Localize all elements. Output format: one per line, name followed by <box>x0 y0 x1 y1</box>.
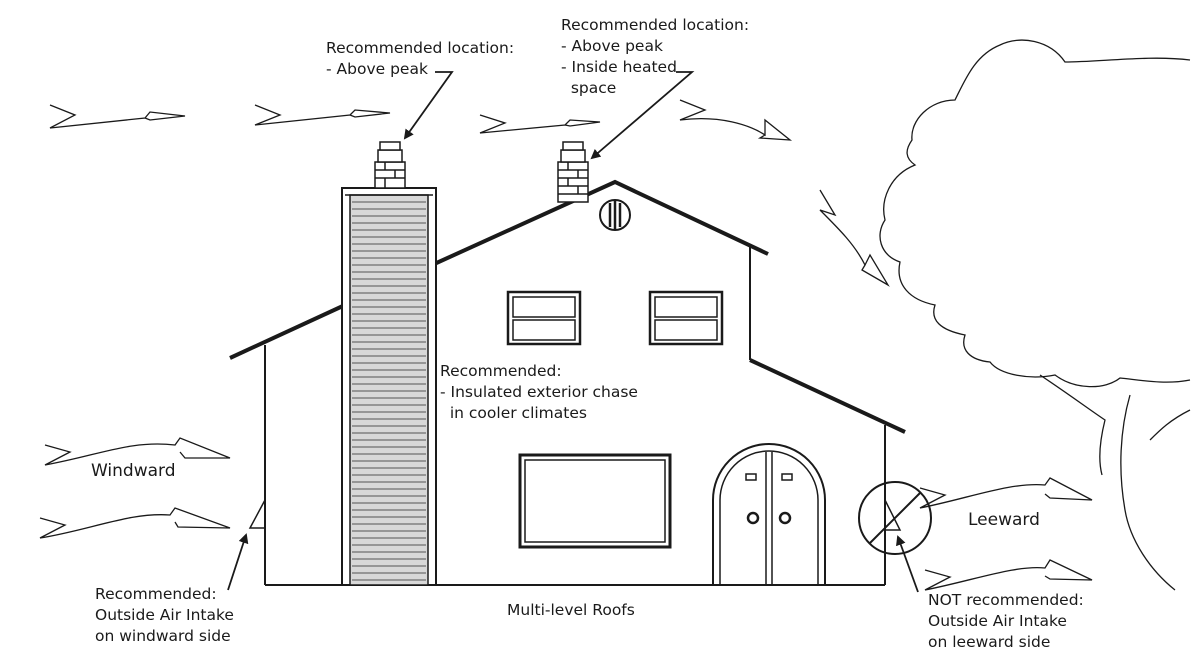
label-leeward: Leeward <box>968 510 1040 530</box>
main-roof <box>431 179 769 267</box>
tree <box>879 39 1191 591</box>
right-lower-roof <box>749 358 906 434</box>
label-line: Recommended location: <box>561 16 750 34</box>
label-line: NOT recommended: <box>928 591 1084 609</box>
chase-siding <box>352 201 426 581</box>
leeward-intake-prohibited <box>858 481 932 555</box>
picture-window <box>518 453 672 549</box>
attic-vent <box>599 199 631 231</box>
wind-arrows-top <box>49 99 890 287</box>
label-line: - Insulated exterior chase <box>440 383 638 401</box>
pointer-arrows <box>227 71 919 593</box>
upper-window-right <box>648 290 724 346</box>
label-line: space <box>561 79 617 97</box>
label-intake-recommended: Recommended: Outside Air Intake on windw… <box>95 584 234 647</box>
label-line: - Above peak <box>326 60 428 78</box>
chimney-left <box>374 141 406 189</box>
label-line: Recommended: <box>440 362 562 380</box>
upper-window-left <box>506 290 582 346</box>
label-line: in cooler climates <box>440 404 587 422</box>
label-line: - Above peak <box>561 37 663 55</box>
label-chimney-left: Recommended location: - Above peak <box>326 38 514 80</box>
label-chimney-right: Recommended location: - Above peak - Ins… <box>561 15 749 99</box>
chimney-right <box>557 141 589 203</box>
label-line: on leeward side <box>928 633 1051 651</box>
label-multi-level-roofs: Multi-level Roofs <box>507 601 635 619</box>
front-door <box>712 443 826 585</box>
label-chase: Recommended: - Insulated exterior chase … <box>440 361 638 424</box>
label-line: Outside Air Intake <box>95 606 234 624</box>
low-roof <box>229 303 346 360</box>
label-line: - Inside heated <box>561 58 677 76</box>
wind-arrows-windward <box>39 437 231 539</box>
label-windward: Windward <box>91 461 176 481</box>
label-line: Recommended location: <box>326 39 515 57</box>
label-intake-not-recommended: NOT recommended: Outside Air Intake on l… <box>928 590 1084 653</box>
insulated-chase <box>341 187 437 586</box>
label-line: Recommended: <box>95 585 217 603</box>
wind-arrows-leeward <box>919 477 1093 591</box>
label-line: on windward side <box>95 627 231 645</box>
label-line: Outside Air Intake <box>928 612 1067 630</box>
windward-intake-hood <box>248 499 266 529</box>
